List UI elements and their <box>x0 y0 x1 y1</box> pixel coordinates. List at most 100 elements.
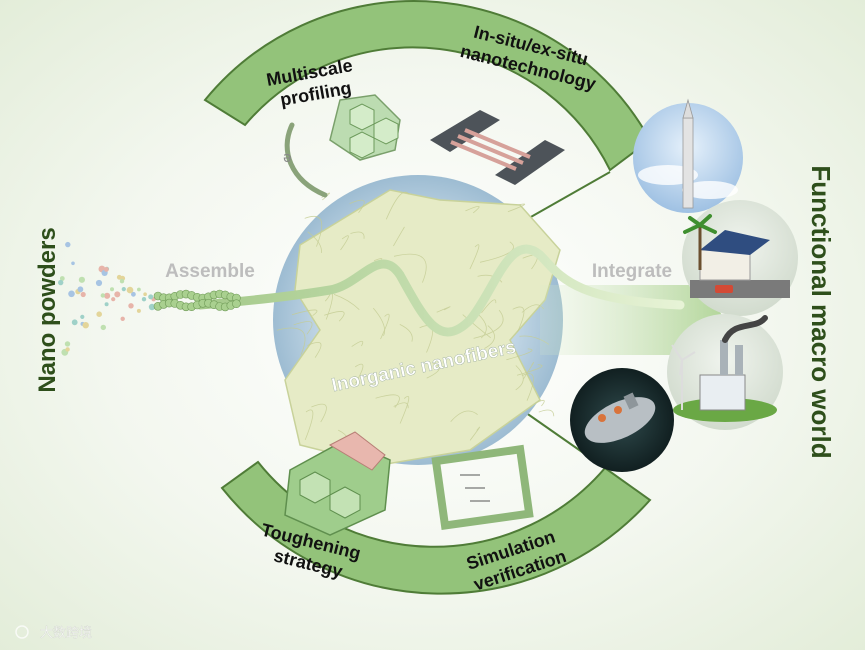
nano-powder-dot <box>128 303 134 309</box>
fiber-strand <box>426 362 440 379</box>
fiber-strand <box>473 309 504 339</box>
nano-powder-dot <box>82 322 89 329</box>
nano-powder-dot <box>141 297 147 302</box>
nano-powder-dot <box>114 291 121 298</box>
assembled-bead <box>232 299 241 309</box>
left-title: Nano powders <box>34 227 61 392</box>
fiber-strand <box>481 299 497 314</box>
fiber-strand <box>340 235 349 251</box>
nano-powder-dot <box>68 290 75 298</box>
submarine-image <box>570 368 674 472</box>
right-title: Functional macro world <box>806 165 836 458</box>
fiber-strand <box>399 324 413 342</box>
fiber-strand <box>372 307 386 336</box>
fiber-strand <box>393 253 427 283</box>
fiber-strand <box>354 363 364 384</box>
nano-powder-dot <box>78 276 85 283</box>
nanowire-device-icon <box>430 110 565 185</box>
nano-powder-dot <box>80 291 86 298</box>
fiber-strand <box>293 321 313 335</box>
fiber-strand <box>534 399 545 407</box>
nano-powder-dot <box>104 292 111 299</box>
watermark-text: 大数跨境 <box>40 626 92 641</box>
nano-powder-dot <box>59 276 65 281</box>
integrate-label: Integrate <box>592 261 672 282</box>
nano-powder-dot <box>71 319 78 326</box>
fiber-strand <box>477 313 487 339</box>
nano-powder-dot <box>71 261 75 266</box>
fiber-strand <box>465 206 480 214</box>
fiber-strand <box>477 274 503 283</box>
nano-powder-dot <box>137 287 141 292</box>
fiber-strand <box>450 410 478 422</box>
nano-powder-dot <box>64 341 71 347</box>
nano-powder-dot <box>65 347 70 352</box>
rocket-image <box>633 98 743 213</box>
nano-powder-dot <box>143 292 147 297</box>
nanofiber-wave <box>195 244 685 337</box>
nano-powder-dot <box>65 241 71 248</box>
fiber-strand <box>304 409 314 441</box>
nano-powder-dot <box>100 324 107 331</box>
fiber-strand <box>349 199 365 213</box>
factory-wind-image <box>667 314 783 430</box>
fiber-strand <box>324 311 345 322</box>
fiber-strand <box>276 327 306 356</box>
nano-powder-dot <box>100 293 106 298</box>
fiber-strand <box>436 306 451 313</box>
fiber-strand <box>351 340 364 347</box>
nano-powder-dot <box>96 311 102 318</box>
nano-powder-dot <box>126 286 134 294</box>
fiber-strand <box>333 294 360 310</box>
nano-powder-dot <box>121 287 126 292</box>
watermark: 大数跨境 <box>15 625 92 641</box>
fiber-strand <box>380 313 390 340</box>
nano-powder-dot <box>120 316 125 321</box>
fiber-strand <box>311 403 327 423</box>
nano-powder-dot <box>111 297 116 302</box>
fiber-strand <box>512 306 525 333</box>
nano-powder-dot <box>148 294 154 300</box>
nano-powder-dot <box>131 291 136 297</box>
toughening-structure-icon <box>284 431 391 536</box>
assembled-bead-chain <box>153 289 241 312</box>
nano-powder-dot <box>95 279 103 287</box>
fiber-strand <box>484 325 495 349</box>
nano-powder-dot <box>104 267 109 272</box>
fiber-strand <box>469 244 480 270</box>
fiber-strand <box>307 342 322 358</box>
fiber-strand <box>393 402 409 409</box>
nano-powder-dot <box>148 303 156 311</box>
fiber-strand <box>522 362 534 380</box>
curved-fiber-icon: ə <box>283 122 328 198</box>
nano-powder-dot <box>77 286 84 293</box>
fiber-strand <box>516 364 543 376</box>
nano-powder-dot <box>58 279 64 286</box>
nano-powder-dot <box>80 314 85 319</box>
fiber-strand <box>385 191 410 220</box>
fiber-strand <box>291 309 318 317</box>
assemble-label: Assemble <box>165 261 255 282</box>
fiber-strand <box>515 365 524 391</box>
fiber-strand <box>506 348 533 361</box>
nano-powder-dot <box>136 308 141 313</box>
nano-powder-particles <box>58 241 156 356</box>
fiber-strand <box>521 373 534 401</box>
solar-house-image <box>682 200 798 316</box>
nano-powder-dot <box>104 302 109 307</box>
nano-powder-dot <box>119 279 125 284</box>
svg-text:ə: ə <box>283 150 292 166</box>
nano-powder-dot <box>110 287 114 292</box>
fiber-strand <box>393 226 405 247</box>
hexagon-structure-icon <box>329 94 401 161</box>
fiber-strand <box>507 203 526 213</box>
fiber-strand <box>350 231 365 239</box>
fiber-strand <box>538 409 555 417</box>
fiber-strand <box>469 426 481 441</box>
fiber-strand <box>462 314 491 339</box>
fiber-strand <box>307 231 322 253</box>
fiber-strand <box>304 216 323 247</box>
nano-powder-dot <box>116 274 122 280</box>
fiber-strand <box>399 396 410 424</box>
